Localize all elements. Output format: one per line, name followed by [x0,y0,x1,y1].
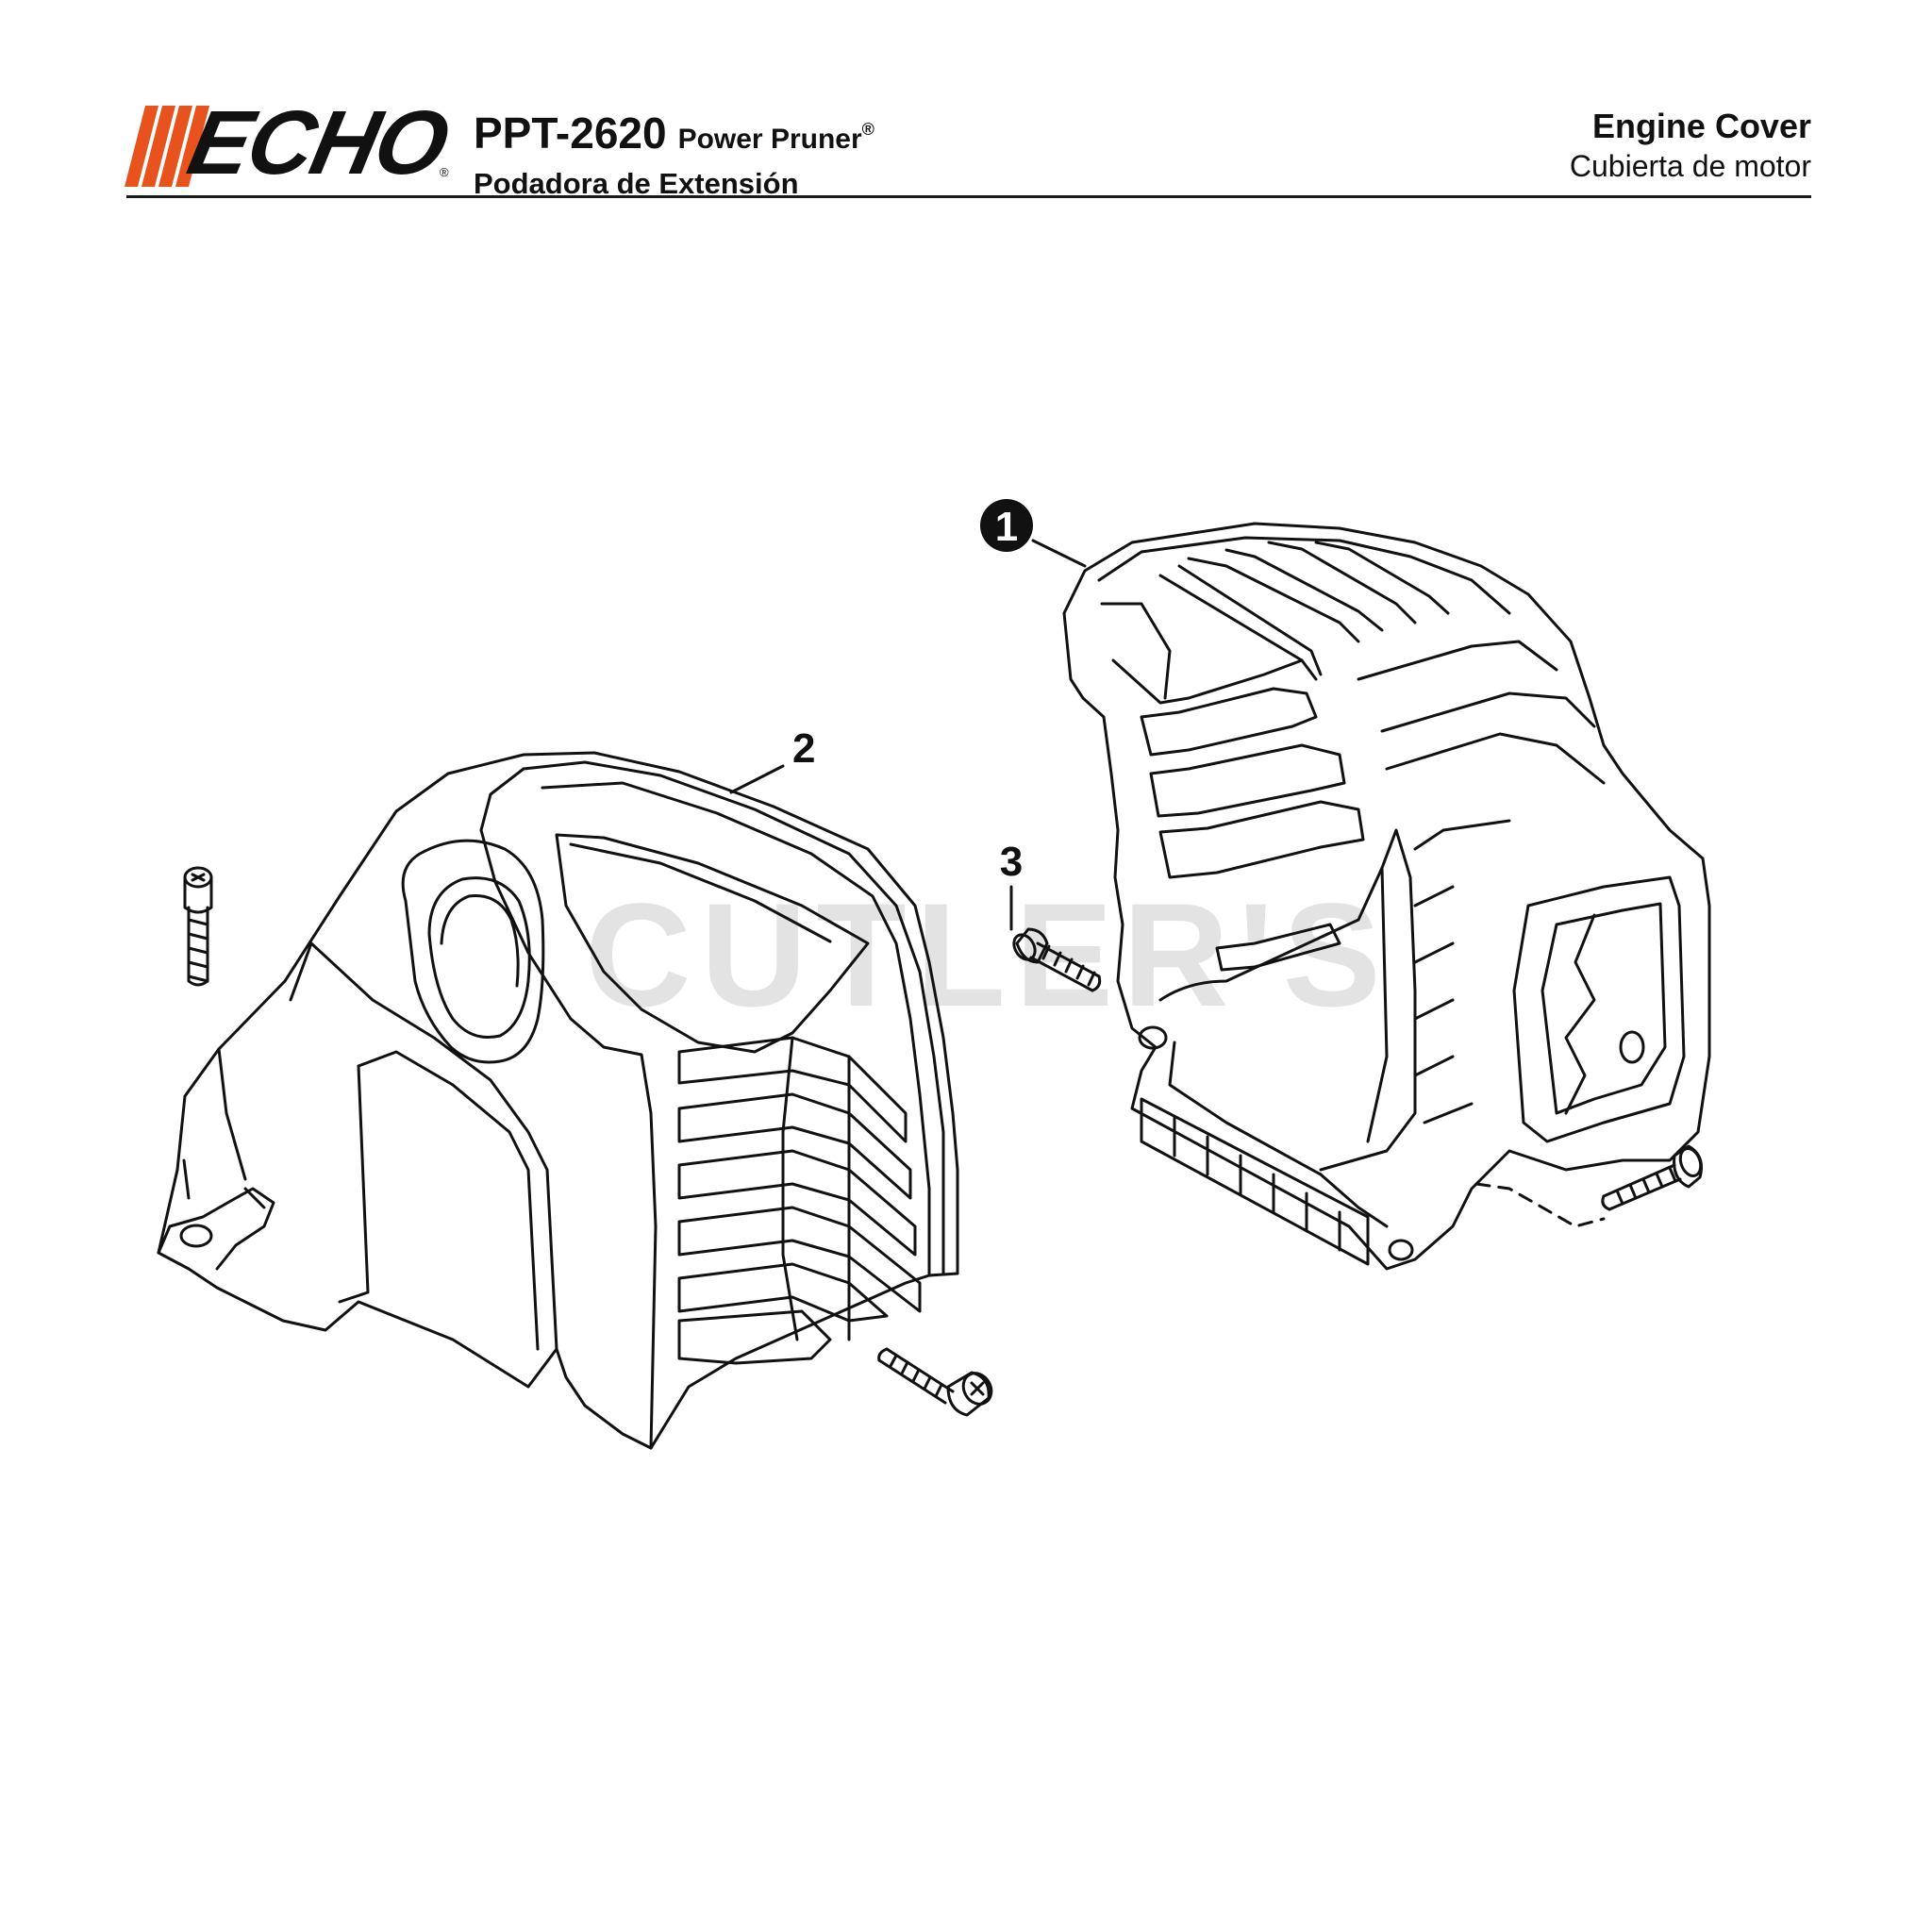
screw-lower-right [1474,1144,1703,1228]
callout-1-leader [1031,539,1087,568]
cover-2-top-face [555,833,870,1054]
part-2-lower-engine-cover [157,751,959,1450]
header-divider [126,195,1811,198]
cover-2-front-frame [479,767,658,1450]
section-block: Engine Cover Cubierta de motor [1570,106,1811,185]
cover-2-mounting-ear [157,1158,275,1271]
callout-2: 2 [729,725,815,794]
cover-1-side-window [1512,875,1686,1143]
cover-1-boss-right [1388,1239,1414,1261]
screw-upper-left [183,866,213,987]
callout-1-marker [980,499,1033,552]
callout-1: 1 [980,499,1087,568]
callout-1-label: 1 [995,504,1018,550]
cover-1-boss-left [1138,1025,1168,1050]
callout-2-label: 2 [792,725,815,772]
section-title-spanish: Cubierta de motor [1569,149,1811,183]
product-name-text: Power Pruner [677,124,862,155]
watermark: CUTLER'S [585,874,1391,1038]
callout-2-leader [729,764,785,794]
echo-logo: ECHO [125,92,466,193]
cover-2-side-arch [289,941,558,1351]
model-block: PPT-2620 Power Pruner® Podadora de Extens… [474,106,874,200]
part-1-upper-engine-cover [1062,522,1711,1271]
product-name: Power Pruner® [677,120,874,155]
product-registered-mark: ® [861,120,874,139]
screw-lower-center [877,1347,993,1417]
callout-3-label: 3 [1000,839,1023,885]
cover-1-cavity [1158,828,1417,1172]
echo-logo-stripes [125,106,209,187]
callout-3: 3 [1000,839,1023,931]
cover-1-top-slats [1097,536,1511,676]
cover-1-outline [1062,522,1711,1271]
logo-stripes [125,106,209,187]
part-3-screw [1012,927,1102,992]
cover-1-side-vents [1100,602,1365,972]
assembly-dashed-line [1474,1182,1606,1228]
cover-2-outline [157,751,959,1450]
section-title: Engine Cover [1591,107,1811,145]
cover-2-intake-ring [401,839,545,1064]
logo-registered-mark: ® [440,165,449,179]
model-number: PPT-2620 [474,108,667,158]
cover-1-bottom-slots [1140,1097,1370,1266]
model-line: PPT-2620 Power Pruner® [474,106,874,168]
cover-2-grille-ribs [677,1036,922,1365]
product-name-spanish: Podadora de Extensión [474,167,799,200]
